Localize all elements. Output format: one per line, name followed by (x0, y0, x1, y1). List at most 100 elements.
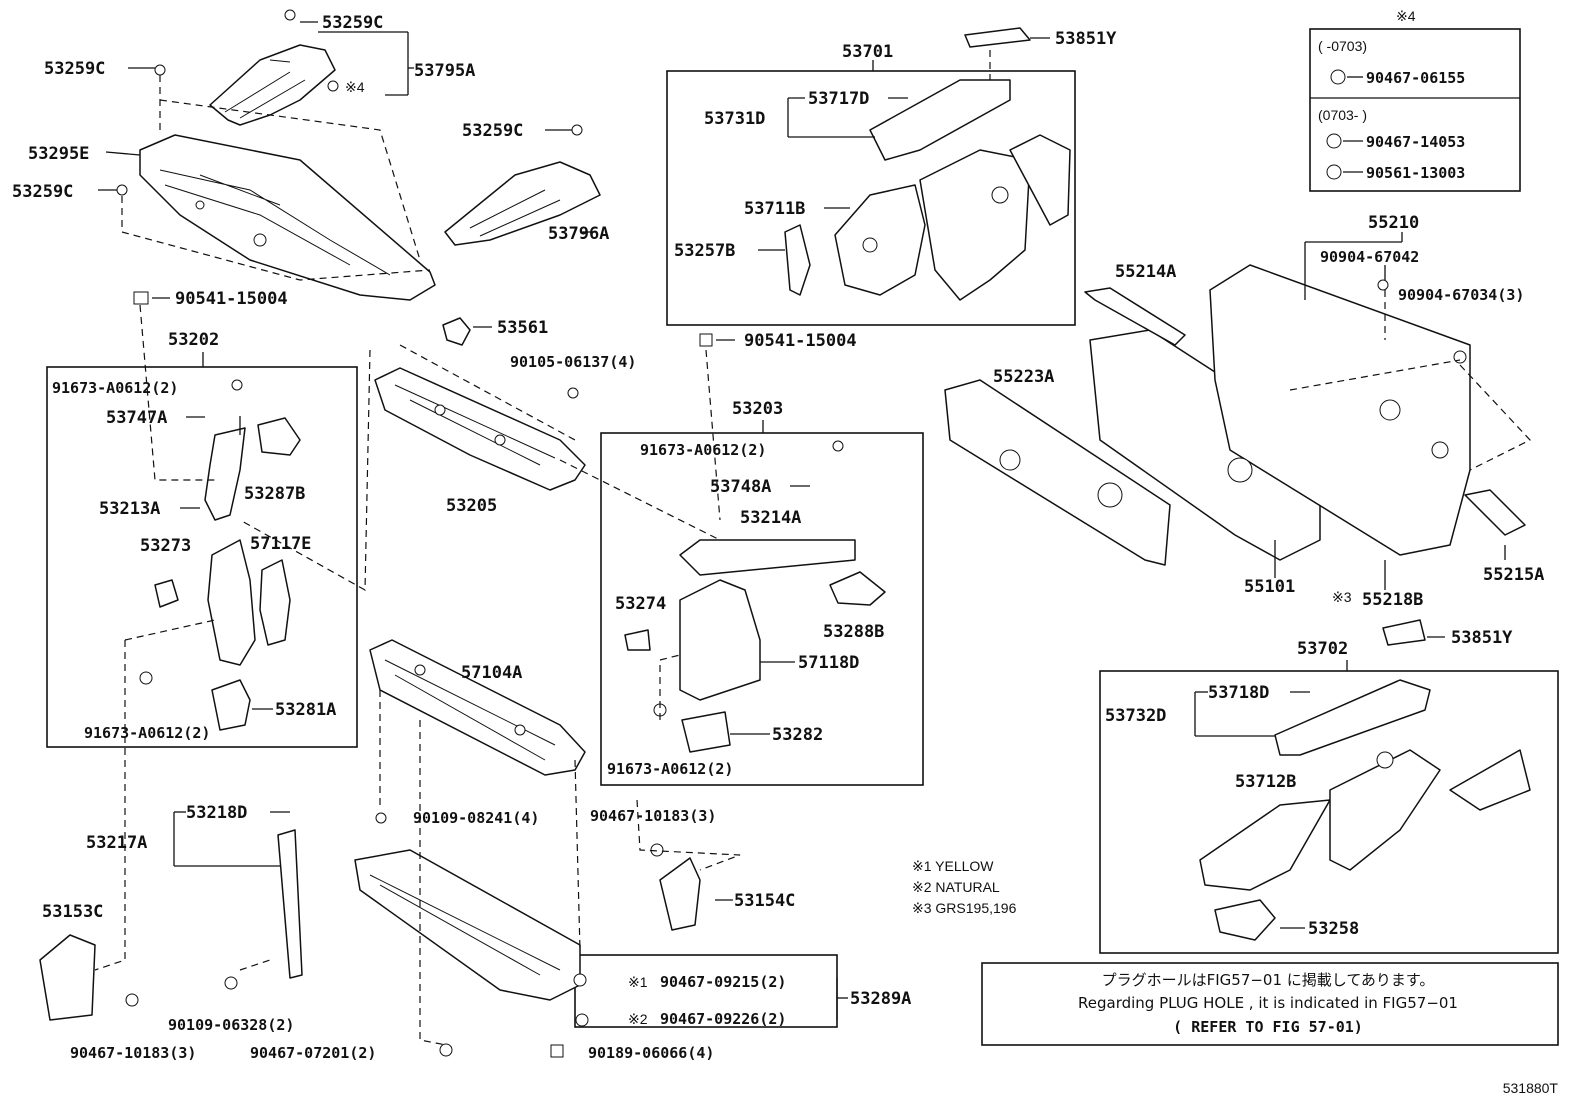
label-53287B: 53287B (244, 484, 305, 504)
label-53717D: 53717D (808, 89, 869, 109)
part-53289A-drawing (354, 849, 581, 1001)
part-53281A-drawing (211, 679, 251, 731)
label-53259C-b: 53259C (44, 59, 105, 79)
part-53701-drawing (784, 79, 1071, 301)
label-53205: 53205 (446, 496, 497, 516)
plug-hole-note-ref: ( REFER TO FIG 57-01) (1173, 1018, 1363, 1036)
label-90467-10183-a: 90467-10183(3) (590, 807, 716, 825)
note-1: ※1 YELLOW (912, 858, 994, 874)
part-53796A-drawing (444, 161, 601, 246)
label-90904-67034: 90904-67034(3) (1398, 286, 1524, 304)
part-53288B-drawing (829, 571, 886, 606)
label-53213A: 53213A (99, 499, 160, 519)
legend-range-2: (0703- ) (1318, 107, 1367, 123)
label-53701: 53701 (842, 42, 893, 62)
label-53851Y-a: 53851Y (1055, 29, 1117, 49)
label-53795A: 53795A (414, 61, 475, 81)
label-53274: 53274 (615, 594, 666, 614)
part-53203-apron-drawing (679, 579, 761, 701)
label-53203: 53203 (732, 399, 783, 419)
label-53712B: 53712B (1235, 772, 1296, 792)
part-53295E-drawing (139, 134, 436, 301)
label-57118D: 57118D (798, 653, 859, 673)
label-90541-15004-a: 90541-15004 (175, 289, 288, 309)
label-90467-09215: 90467-09215(2) (660, 973, 786, 991)
label-91673-a: 91673-A0612(2) (52, 379, 178, 397)
label-91673-b: 91673-A0612(2) (84, 724, 210, 742)
part-53154C-drawing (659, 857, 701, 931)
label-90105: 90105-06137(4) (510, 353, 636, 371)
label-55223A: 55223A (993, 367, 1054, 387)
label-90467-10183-b: 90467-10183(3) (70, 1044, 196, 1062)
label-53732D: 53732D (1105, 706, 1166, 726)
label-90109-08241: 90109-08241(4) (413, 809, 539, 827)
part-53287B-drawing (257, 417, 301, 456)
label-90109-06328: 90109-06328(2) (168, 1016, 294, 1034)
part-57104A-drawing (369, 639, 586, 776)
label-53273: 53273 (140, 536, 191, 556)
part-53213A-drawing (204, 427, 246, 521)
part-53851Y-top-drawing (964, 27, 1031, 48)
part-53273-drawing (154, 579, 179, 608)
leader-lines (98, 21, 1506, 1020)
label-55101: 55101 (1244, 577, 1295, 597)
label-53718D: 53718D (1208, 683, 1269, 703)
label-53202: 53202 (168, 330, 219, 350)
plug-hole-note-jp: プラグホールはFIG57−01 に掲載してあります。 (1102, 971, 1435, 989)
label-53259C-d: 53259C (12, 182, 73, 202)
label-90189: 90189-06066(4) (588, 1044, 714, 1062)
figure-code: 531880T (1503, 1080, 1559, 1096)
label-53711B: 53711B (744, 199, 805, 219)
color-notes: ※1 YELLOW ※2 NATURAL ※3 GRS195,196 (912, 858, 1017, 916)
label-91673-d: 91673-A0612(2) (607, 760, 733, 778)
dashed-lines (94, 50, 1531, 1046)
label-57104A: 57104A (461, 663, 522, 683)
label-91673-c: 91673-A0612(2) (640, 441, 766, 459)
plug-hole-note: プラグホールはFIG57−01 に掲載してあります。 Regarding PLU… (1078, 971, 1458, 1036)
note-ref-3: ※3 (1332, 589, 1352, 605)
part-53214A-drawing (679, 539, 856, 576)
part-55215A-drawing (1464, 489, 1526, 536)
part-53702-drawing (1199, 679, 1531, 891)
label-53702: 53702 (1297, 639, 1348, 659)
label-53214A: 53214A (740, 508, 801, 528)
label-53747A: 53747A (106, 408, 167, 428)
label-53288B: 53288B (823, 622, 884, 642)
label-53731D: 53731D (704, 109, 765, 129)
part-53274-drawing (624, 629, 651, 651)
part-53202-apron-drawing (207, 539, 256, 666)
label-53218D: 53218D (186, 803, 247, 823)
legend-box (1309, 28, 1521, 192)
legend-range-1: ( -0703) (1318, 38, 1367, 54)
label-53748A: 53748A (710, 477, 771, 497)
label-53281A: 53281A (275, 700, 336, 720)
part-53282-drawing (681, 711, 731, 753)
note-ref-2: ※2 (628, 1011, 648, 1027)
part-labels: 53259C 53259C 53259C 53259C 53795A ※4 53… (12, 13, 1544, 1062)
label-55218B: 55218B (1362, 590, 1423, 610)
label-53259C-a: 53259C (322, 13, 383, 33)
part-53795A-drawing (209, 44, 336, 126)
note-ref-4: ※4 (345, 79, 365, 95)
label-90904-67042: 90904-67042 (1320, 248, 1419, 266)
group-box-53202 (46, 366, 358, 748)
label-53851Y-b: 53851Y (1451, 628, 1513, 648)
label-90467-09226: 90467-09226(2) (660, 1010, 786, 1028)
label-57117E: 57117E (250, 534, 311, 554)
part-53217A-drawing (277, 829, 303, 979)
part-53561-drawing (442, 317, 471, 346)
label-53153C: 53153C (42, 902, 103, 922)
label-53259C-c: 53259C (462, 121, 523, 141)
part-57117E-drawing (259, 559, 291, 646)
plug-hole-note-box (981, 962, 1559, 1046)
part-53258-drawing (1214, 899, 1276, 941)
part-53851Y-mid-drawing (1382, 619, 1426, 646)
label-90561-13003: 90561-13003 (1366, 164, 1465, 182)
group-box-53203 (600, 432, 924, 786)
part-53153C-drawing (39, 934, 96, 1021)
label-90467-06155: 90467-06155 (1366, 69, 1465, 87)
label-53217A: 53217A (86, 833, 147, 853)
fastener-icons (116, 9, 1467, 1058)
label-53154C: 53154C (734, 891, 795, 911)
label-53257B: 53257B (674, 241, 735, 261)
